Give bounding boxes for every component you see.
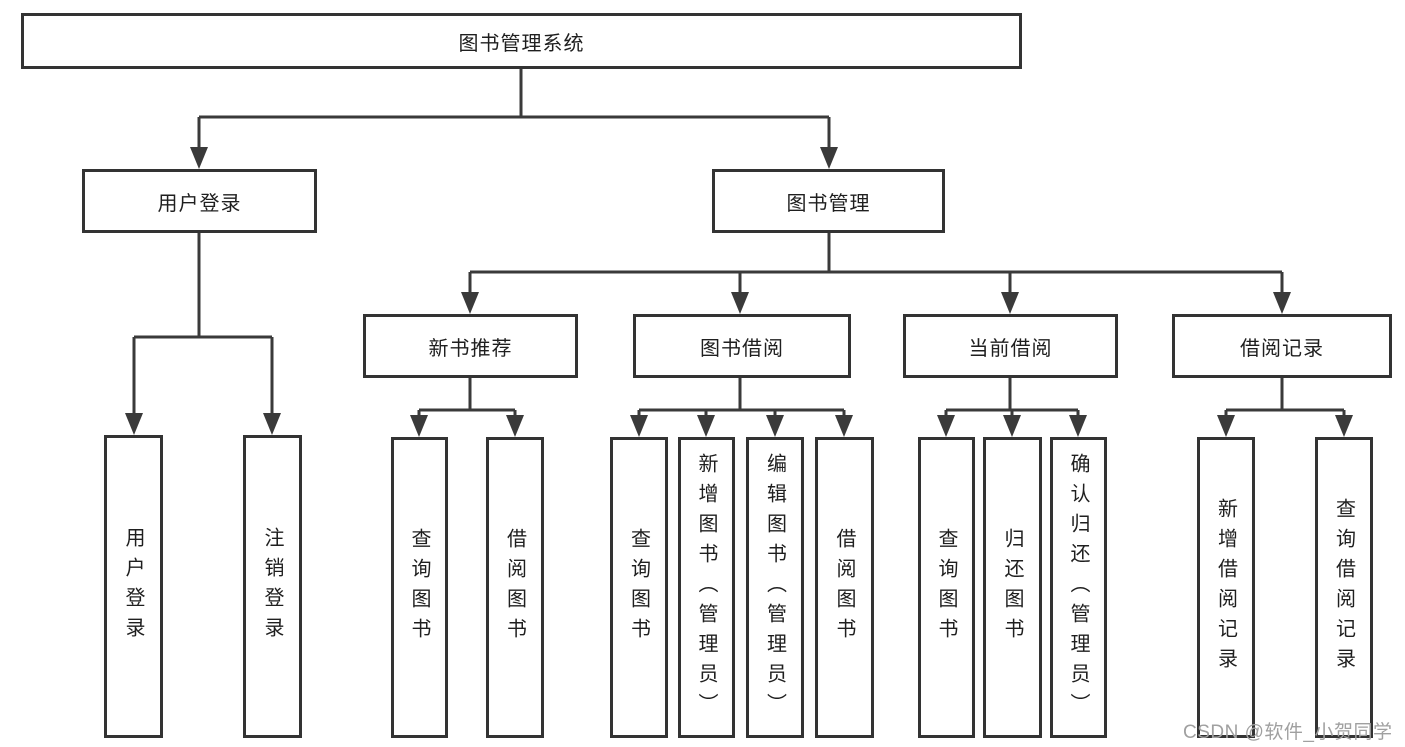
node-label: 图书借阅 xyxy=(700,337,784,360)
node-book-management: 图书管理 xyxy=(712,169,945,233)
node-borrow-record: 借阅记录 xyxy=(1172,314,1392,378)
node-leaf-return-books: 归还图书 xyxy=(983,437,1042,738)
node-label: 归还图书 xyxy=(1001,527,1023,648)
node-book-borrow: 图书借阅 xyxy=(633,314,851,378)
node-label: 注销登录 xyxy=(261,526,283,647)
node-label: 借阅图书 xyxy=(503,527,526,648)
node-label: 借阅图书 xyxy=(833,527,855,648)
node-leaf-query-books-3: 查询图书 xyxy=(918,437,975,738)
node-label: 用户登录 xyxy=(157,192,242,215)
node-label: 查询借阅记录 xyxy=(1332,497,1355,678)
node-leaf-query-borrow-record: 查询借阅记录 xyxy=(1315,437,1373,738)
node-label: 当前借阅 xyxy=(968,337,1053,360)
node-leaf-borrow-books-1: 借阅图书 xyxy=(486,437,544,738)
node-leaf-logout: 注销登录 xyxy=(243,435,302,738)
node-label: 借阅记录 xyxy=(1240,337,1324,360)
node-label: 查询图书 xyxy=(627,527,650,648)
node-label: 新书推荐 xyxy=(428,337,513,360)
arrowheads xyxy=(125,147,1353,437)
node-current-borrow: 当前借阅 xyxy=(903,314,1118,378)
node-label: 查询图书 xyxy=(408,527,430,648)
node-label: 确认归还（管理员） xyxy=(1067,452,1089,723)
node-root-system: 图书管理系统 xyxy=(21,13,1022,69)
node-new-book-recommend: 新书推荐 xyxy=(363,314,578,378)
node-label: 图书管理系统 xyxy=(458,32,585,55)
node-label: 编辑图书（管理员） xyxy=(763,452,786,723)
node-leaf-confirm-return-admin: 确认归还（管理员） xyxy=(1050,437,1107,738)
node-user-login: 用户登录 xyxy=(82,169,317,233)
node-label: 新增图书（管理员） xyxy=(695,452,717,723)
node-leaf-user-login: 用户登录 xyxy=(104,435,163,738)
connector-paths xyxy=(132,69,1346,418)
node-label: 新增借阅记录 xyxy=(1214,497,1237,678)
node-label: 查询图书 xyxy=(935,527,957,648)
node-label: 用户登录 xyxy=(122,526,144,647)
node-label: 图书管理 xyxy=(786,192,871,215)
node-leaf-query-books-2: 查询图书 xyxy=(610,437,668,738)
node-leaf-add-books-admin: 新增图书（管理员） xyxy=(678,437,735,738)
node-leaf-query-books-1: 查询图书 xyxy=(391,437,448,738)
node-leaf-add-borrow-record: 新增借阅记录 xyxy=(1197,437,1255,738)
csdn-watermark: CSDN @软件_小贺同学 xyxy=(1183,722,1393,743)
node-leaf-borrow-books-2: 借阅图书 xyxy=(815,437,874,738)
node-leaf-edit-books-admin: 编辑图书（管理员） xyxy=(746,437,804,738)
